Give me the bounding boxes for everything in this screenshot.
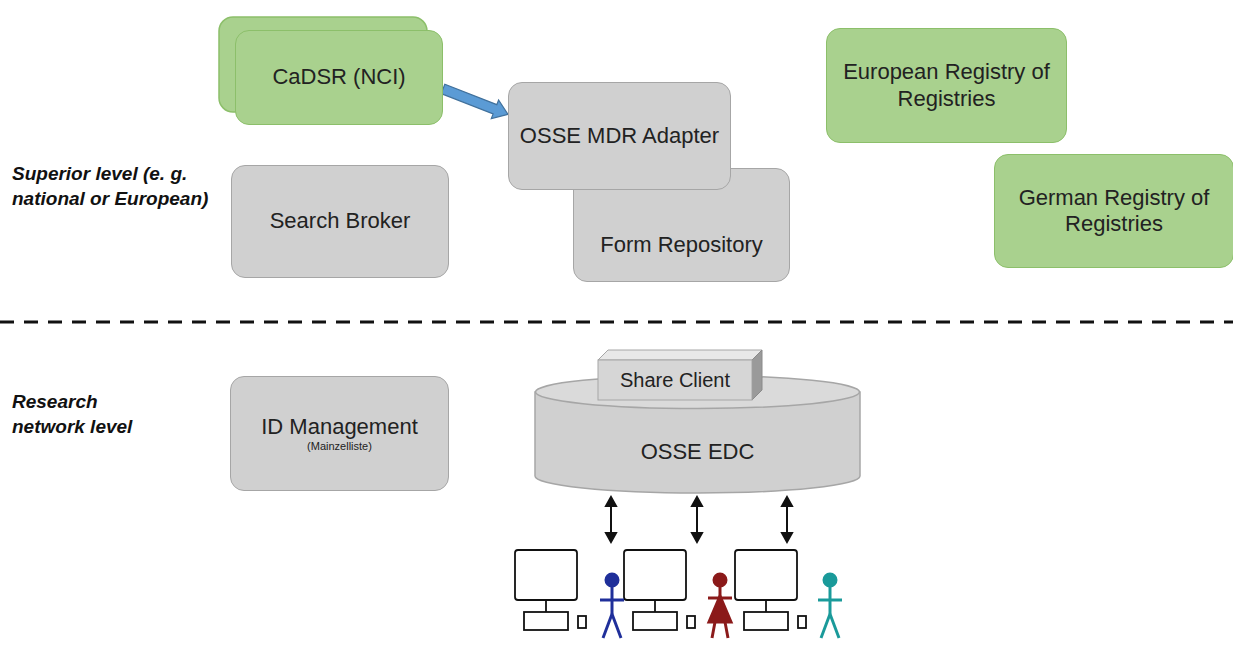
- cube-top: [598, 350, 762, 360]
- user-workstations: [515, 550, 806, 630]
- node-title: ID Management: [261, 414, 418, 440]
- broker-box: Search Broker: [231, 165, 449, 278]
- user-blue: [600, 574, 624, 638]
- registry-box: German Registry of Registries: [994, 154, 1233, 268]
- node-title: OSSE MDR Adapter: [520, 123, 719, 149]
- node-title: CaDSR (NCI): [272, 64, 405, 90]
- cube-front: [598, 360, 752, 400]
- adapter-box: OSSE MDR Adapter: [508, 82, 731, 190]
- node-title: OSSE EDC: [641, 439, 755, 465]
- node-subtitle: (Mainzelliste): [307, 440, 372, 453]
- node-title: German Registry of Registries: [995, 185, 1233, 238]
- source-registry: CaDSR (NCI): [235, 30, 443, 125]
- level-label: Superior level (e. g. national or Europe…: [12, 162, 224, 211]
- node-title: Share Client: [620, 368, 730, 392]
- node-title: Form Repository: [600, 232, 763, 258]
- id-box: ID Management(Mainzelliste): [230, 376, 449, 491]
- client-box: Share Client: [598, 350, 762, 400]
- user-red: [708, 574, 732, 638]
- node-title: Search Broker: [270, 208, 411, 234]
- level-divider: [0, 321, 1233, 324]
- level-label: Research network level: [12, 390, 172, 439]
- node-title: European Registry of Registries: [827, 59, 1066, 112]
- double-arrows: [606, 497, 792, 542]
- arrow-shape: [441, 84, 508, 118]
- block-arrow: [441, 84, 508, 118]
- user-teal: [818, 574, 842, 638]
- registry-box: European Registry of Registries: [826, 28, 1067, 143]
- cylinder-top: [536, 376, 860, 409]
